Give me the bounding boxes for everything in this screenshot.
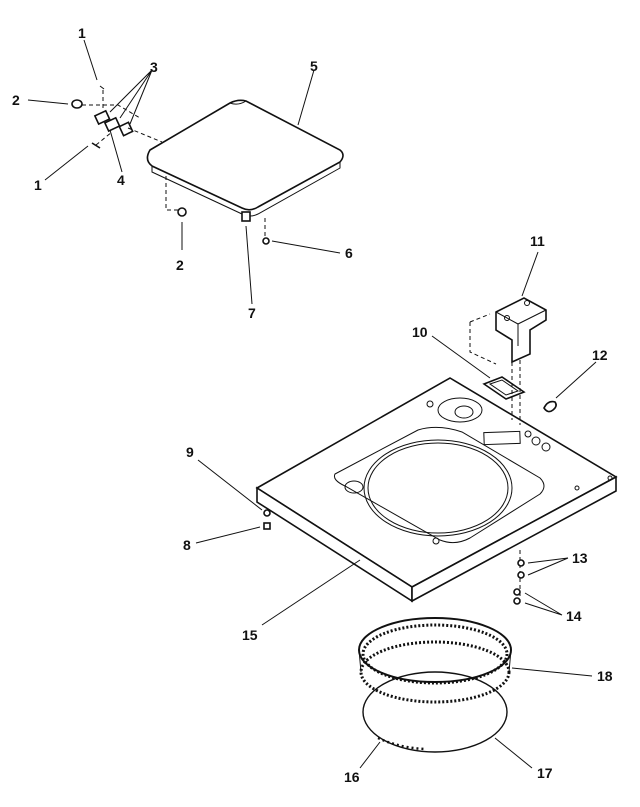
bottom-screws — [513, 550, 525, 605]
callout-12: 12 — [592, 347, 608, 363]
gasket — [482, 376, 526, 400]
lid — [146, 99, 344, 222]
callout-7: 7 — [248, 305, 256, 321]
callout-5: 5 — [310, 58, 318, 74]
side-screws — [263, 509, 271, 530]
bottom-disc — [362, 671, 508, 753]
clip — [543, 400, 557, 413]
callout-6: 6 — [345, 245, 353, 261]
hinge-assembly — [71, 85, 163, 149]
lid-fasteners — [165, 176, 270, 245]
callout-2-left: 2 — [12, 92, 20, 108]
callout-1-top: 1 — [78, 25, 86, 41]
callout-8: 8 — [183, 537, 191, 553]
callout-17: 17 — [537, 765, 553, 781]
callout-18: 18 — [597, 668, 613, 684]
callout-3: 3 — [150, 59, 158, 75]
callout-16: 16 — [344, 769, 360, 785]
ring — [358, 617, 512, 704]
callout-labels: 1 1 2 2 3 4 5 6 7 8 9 10 11 12 13 14 15 … — [12, 25, 613, 785]
callout-10: 10 — [412, 324, 428, 340]
switch-bracket — [469, 297, 547, 425]
callout-11: 11 — [530, 233, 545, 249]
callout-1-bottom: 1 — [34, 177, 42, 193]
callout-9: 9 — [186, 444, 194, 460]
callout-13: 13 — [572, 550, 588, 566]
leader-lines — [27, 39, 597, 769]
callout-14: 14 — [566, 608, 582, 624]
callout-4: 4 — [117, 172, 125, 188]
callout-15: 15 — [242, 627, 258, 643]
callout-2-lower: 2 — [176, 257, 184, 273]
top-panel — [255, 377, 618, 603]
